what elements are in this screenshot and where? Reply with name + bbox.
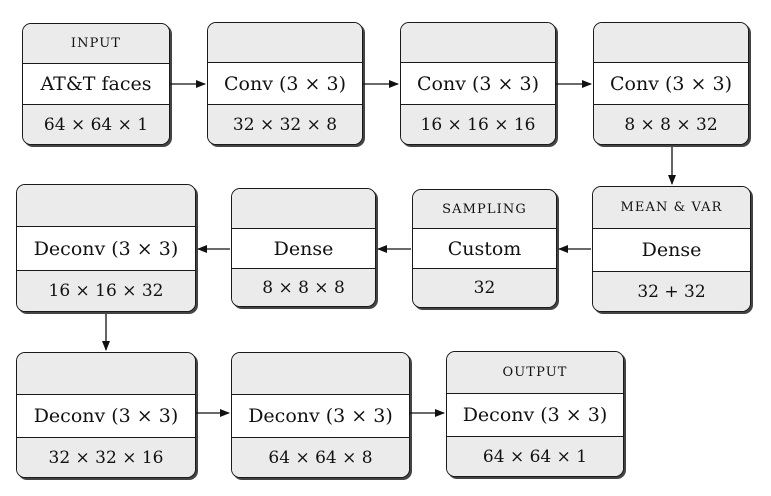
block-dimensions: 32 × 32 × 16 <box>17 438 195 477</box>
block-operation: Dense <box>593 229 750 272</box>
block-output: OUTPUT Deconv (3 × 3) 64 × 64 × 1 <box>446 351 624 477</box>
block-header: OUTPUT <box>447 352 623 394</box>
block-dimensions: 16 × 16 × 16 <box>401 105 555 144</box>
block-operation: Conv (3 × 3) <box>401 63 555 105</box>
block-input: INPUT AT&T faces 64 × 64 × 1 <box>22 23 170 145</box>
block-operation: Conv (3 × 3) <box>208 63 362 105</box>
block-conv-1: Conv (3 × 3) 32 × 32 × 8 <box>207 22 363 145</box>
block-operation: Deconv (3 × 3) <box>17 227 195 271</box>
block-deconv-3: Deconv (3 × 3) 64 × 64 × 8 <box>231 352 410 478</box>
block-operation: Deconv (3 × 3) <box>232 395 409 438</box>
block-dimensions: 32 × 32 × 8 <box>208 105 362 144</box>
block-header <box>17 353 195 395</box>
block-operation: Conv (3 × 3) <box>594 63 748 105</box>
block-deconv-1: Deconv (3 × 3) 16 × 16 × 32 <box>16 184 196 312</box>
block-operation: Deconv (3 × 3) <box>447 394 623 437</box>
block-conv-3: Conv (3 × 3) 8 × 8 × 32 <box>593 22 749 145</box>
block-header <box>594 23 748 63</box>
block-dimensions: 32 <box>413 269 556 307</box>
block-header <box>232 189 375 229</box>
block-deconv-2: Deconv (3 × 3) 32 × 32 × 16 <box>16 352 196 478</box>
block-operation: Dense <box>232 229 375 269</box>
block-dimensions: 64 × 64 × 1 <box>447 437 623 476</box>
block-dimensions: 64 × 64 × 1 <box>23 105 169 144</box>
block-header: INPUT <box>23 24 169 64</box>
block-dimensions: 8 × 8 × 32 <box>594 105 748 144</box>
block-conv-2: Conv (3 × 3) 16 × 16 × 16 <box>400 22 556 145</box>
block-header: MEAN & VAR <box>593 187 750 229</box>
block-sampling: SAMPLING Custom 32 <box>412 189 557 308</box>
block-header: SAMPLING <box>413 190 556 229</box>
block-header <box>232 353 409 395</box>
block-dense: Dense 8 × 8 × 8 <box>231 188 376 307</box>
block-dimensions: 8 × 8 × 8 <box>232 269 375 306</box>
block-operation: AT&T faces <box>23 64 169 105</box>
block-dimensions: 16 × 16 × 32 <box>17 271 195 311</box>
block-mean-var: MEAN & VAR Dense 32 + 32 <box>592 186 751 312</box>
block-header <box>401 23 555 63</box>
block-header <box>208 23 362 63</box>
block-operation: Deconv (3 × 3) <box>17 395 195 438</box>
block-header <box>17 185 195 227</box>
block-operation: Custom <box>413 229 556 269</box>
block-dimensions: 64 × 64 × 8 <box>232 438 409 477</box>
block-dimensions: 32 + 32 <box>593 272 750 311</box>
